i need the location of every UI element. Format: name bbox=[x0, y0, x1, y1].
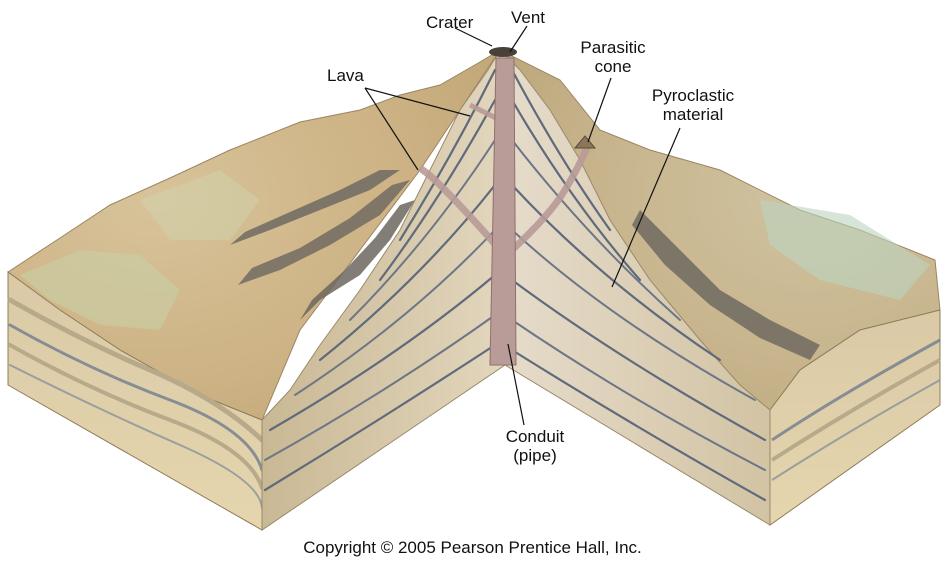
conduit-label-line1: Conduit bbox=[505, 427, 565, 446]
left-branch-dike bbox=[417, 165, 503, 253]
cone-section-left-face bbox=[261, 48, 506, 531]
right-branch-dike bbox=[509, 143, 592, 253]
left-block-side bbox=[7, 271, 263, 531]
crater-label: Crater bbox=[426, 13, 474, 32]
right-face-strata bbox=[510, 68, 767, 502]
left-face-strata bbox=[263, 68, 497, 492]
parasitic-cone-label-line1: Parasitic bbox=[580, 38, 646, 57]
pyroclastic-label-line1: Pyroclastic bbox=[651, 86, 735, 105]
right-vegetation-patch bbox=[760, 200, 930, 300]
parasitic-cone-label-line2: cone bbox=[594, 57, 632, 76]
vent-label: Vent bbox=[511, 8, 546, 27]
crater bbox=[489, 47, 517, 57]
conduit-label-line2: (pipe) bbox=[513, 446, 557, 465]
left-vegetation-patch bbox=[20, 250, 180, 330]
right-side-strata bbox=[770, 338, 941, 481]
right-lava-flow bbox=[632, 210, 820, 360]
left-side-strata bbox=[7, 297, 265, 509]
leader-lines bbox=[364, 25, 681, 426]
left-lava-flow-2 bbox=[238, 180, 410, 285]
left-lava-flow-1 bbox=[230, 170, 400, 245]
pyroclastic-label-line2: material bbox=[662, 105, 724, 124]
central-conduit bbox=[489, 57, 517, 366]
left-lava-flow-3 bbox=[300, 200, 415, 320]
pyroclastic-material-label: Pyroclastic material bbox=[648, 86, 738, 124]
lava-label: Lava bbox=[327, 66, 364, 85]
cone-section-right-face bbox=[499, 48, 771, 526]
conduit-label: Conduit (pipe) bbox=[500, 427, 570, 465]
parasitic-cone bbox=[573, 135, 597, 149]
left-vegetation-patch-2 bbox=[140, 170, 260, 240]
parasitic-cone-label: Parasitic cone bbox=[578, 38, 648, 76]
copyright-text: Copyright © 2005 Pearson Prentice Hall, … bbox=[303, 538, 642, 557]
